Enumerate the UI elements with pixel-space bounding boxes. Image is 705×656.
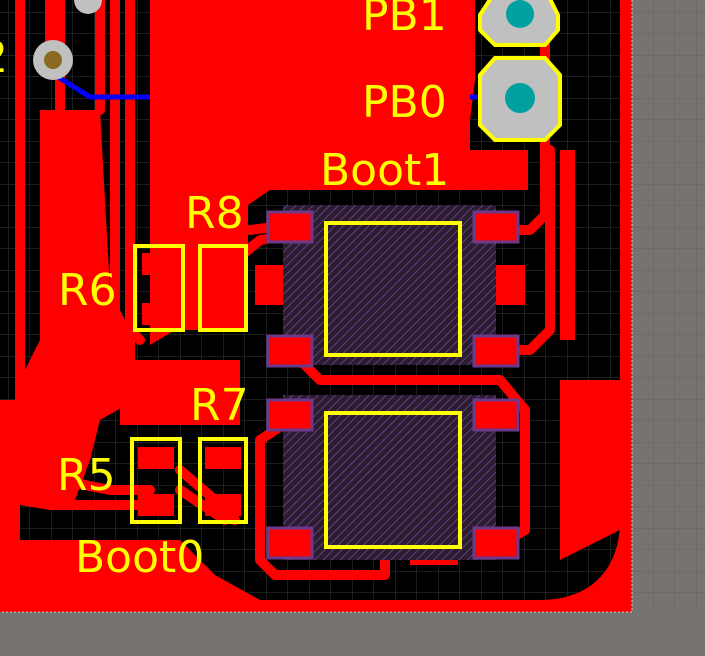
label-boot1: Boot1	[320, 145, 449, 196]
via	[33, 0, 102, 80]
resistor-r6[interactable]	[133, 244, 185, 332]
label-r7: R7	[190, 380, 249, 431]
label-r5: R5	[57, 450, 116, 501]
label-r8: R8	[185, 188, 244, 239]
resistor-r5[interactable]	[130, 437, 182, 524]
label-pb1: PB1	[362, 0, 447, 41]
resistor-r8[interactable]	[198, 244, 248, 332]
label-pb0: PB0	[362, 77, 447, 128]
header-pin-pb1[interactable]	[478, 0, 560, 47]
board-outline	[0, 0, 633, 613]
label-edge-partial: 2	[0, 32, 8, 83]
switch-boot0[interactable]	[266, 395, 520, 560]
label-r6: R6	[58, 265, 117, 316]
header-pin-pb0[interactable]	[478, 56, 562, 142]
resistor-r7[interactable]	[198, 437, 248, 524]
switch-boot1[interactable]	[266, 205, 520, 368]
label-boot0: Boot0	[75, 532, 204, 583]
